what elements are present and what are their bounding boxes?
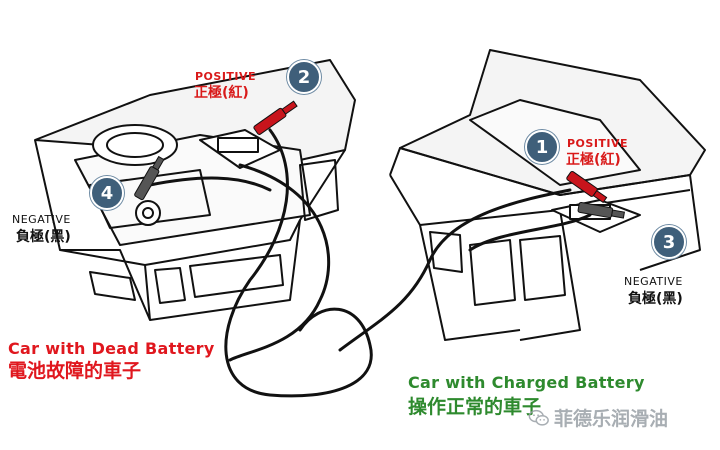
charged-positive-label-zh: 正極(紅)	[566, 152, 621, 168]
charged-negative-label-zh: 負極(黑)	[628, 291, 683, 307]
dead-positive-label: POSITIVE	[195, 70, 257, 83]
dead-negative-label-zh: 負極(黑)	[16, 229, 71, 245]
charged-car-caption: Car with Charged Battery	[408, 373, 645, 392]
dead-car-caption: Car with Dead Battery	[8, 339, 215, 358]
step-badge-2: 2	[287, 60, 321, 94]
charged-car-caption-zh: 操作正常的車子	[408, 396, 542, 418]
clamp-positive-dead	[253, 100, 298, 135]
watermark-text: 菲德乐润滑油	[554, 408, 669, 430]
step-badge-3: 3	[652, 225, 686, 259]
charged-negative-label: NEGATIVE	[624, 275, 683, 288]
charged-positive-label: POSITIVE	[567, 137, 629, 150]
wechat-icon	[528, 409, 549, 426]
dead-positive-label-zh: 正極(紅)	[194, 85, 249, 101]
step-badge-1: 1	[525, 130, 559, 164]
clamp-negative-charged	[577, 201, 626, 219]
clamp-negative-dead	[134, 155, 165, 201]
step-badge-4: 4	[90, 176, 124, 210]
dead-car-caption-zh: 電池故障的車子	[8, 360, 142, 382]
watermark: 菲德乐润滑油	[528, 404, 668, 431]
clamp-positive-charged	[566, 170, 608, 204]
jumper-cables	[148, 128, 592, 398]
dead-negative-label: NEGATIVE	[12, 213, 71, 226]
